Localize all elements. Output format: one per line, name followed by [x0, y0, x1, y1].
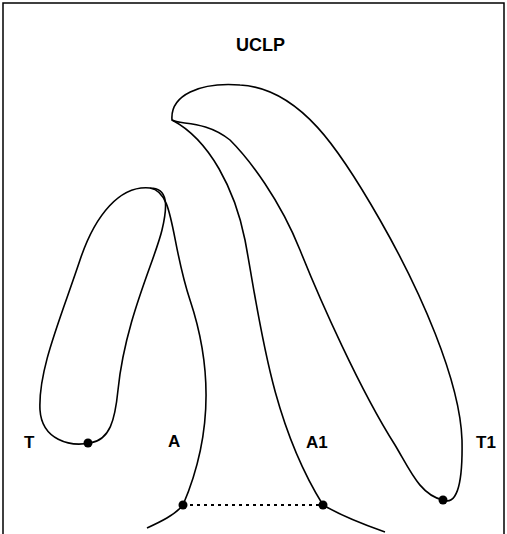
point-label: A: [168, 433, 180, 450]
lesser-arch-line: [147, 188, 206, 528]
point-dot: [179, 501, 188, 510]
diagram-title: UCLP: [236, 36, 285, 54]
point-dot: [319, 501, 328, 510]
point-dot: [439, 496, 448, 505]
greater-arch-line: [172, 120, 385, 532]
point-dot: [84, 439, 93, 448]
cleft-width-line: [183, 504, 323, 506]
point-label: A1: [306, 434, 328, 451]
greater-segment: [172, 85, 462, 501]
point-label: T: [24, 434, 34, 451]
frame: [3, 3, 504, 534]
point-label: T1: [476, 434, 496, 451]
lesser-segment: [40, 188, 166, 444]
